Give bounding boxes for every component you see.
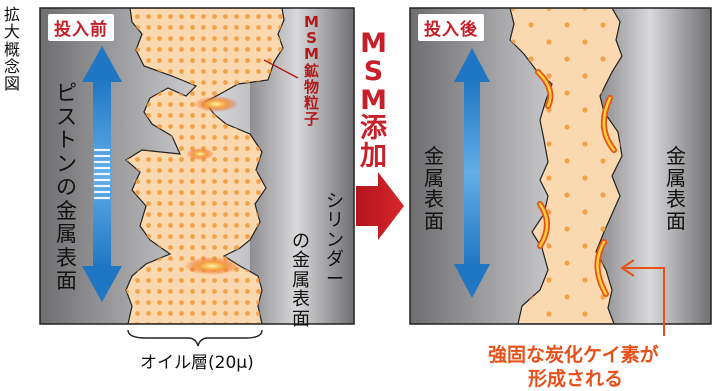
label-char: 概 [4, 39, 21, 59]
contact-hotspot [184, 257, 240, 275]
label-char: M [304, 13, 319, 31]
label-char: 面 [56, 269, 77, 294]
side-label: 拡大概念図 [4, 5, 21, 94]
cylinder-label-col2: の金属表面 [292, 231, 310, 330]
after-tag: 投入後 [418, 14, 484, 41]
piston-label: ピストンの金属表面 [56, 81, 77, 294]
callout-line-1: 強固な炭化ケイ素が [488, 344, 659, 366]
label-char: 表 [292, 289, 310, 311]
motion-arrow-icon [454, 48, 490, 298]
label-char: ン [56, 151, 77, 176]
cylinder-label-col1: シリンダー [326, 191, 344, 290]
label-char: 大 [4, 22, 21, 42]
label-char: 物 [304, 77, 320, 96]
label-char: ー [326, 268, 344, 290]
label-char: 加 [360, 141, 387, 173]
label-char: 念 [4, 56, 21, 76]
label-char: S [363, 56, 384, 88]
carbide-coating [535, 69, 617, 297]
label-char: ダ [326, 249, 344, 271]
callout-arrow [620, 259, 665, 336]
label-char: の [56, 175, 77, 200]
label-char: 属 [56, 222, 77, 247]
callout-line-2: 形成される [528, 368, 624, 390]
label-char: M [304, 45, 319, 64]
label-char: リ [326, 210, 344, 232]
label-char: 表 [424, 187, 444, 212]
label-char: 添 [360, 113, 387, 145]
label-char: M [360, 84, 387, 116]
left-metal-label: 金属表面 [424, 144, 444, 233]
before-tag: 投入前 [48, 14, 114, 41]
motion-arrow-icon [82, 46, 122, 302]
label-char: ン [326, 229, 344, 251]
label-char: 面 [292, 308, 310, 330]
label-char: 属 [292, 269, 310, 291]
label-char: 表 [666, 187, 686, 212]
contact-hotspot [194, 96, 238, 112]
label-char: 属 [424, 165, 444, 190]
label-char: M [360, 28, 387, 59]
label-char: 面 [666, 208, 686, 233]
particle-leader-line [263, 59, 299, 79]
label-char: 金 [424, 144, 444, 168]
contact-hotspot [186, 148, 214, 160]
label-char: 粒 [304, 93, 320, 112]
label-char: 図 [4, 74, 21, 94]
label-char: シ [326, 191, 344, 212]
label-char: の [292, 231, 310, 252]
label-char: 金 [56, 198, 77, 223]
label-char: S [306, 29, 317, 48]
label-char: 表 [56, 245, 77, 270]
label-char: 金 [292, 250, 310, 272]
label-char: ト [56, 128, 77, 153]
label-char: 金 [666, 144, 686, 168]
label-char: 拡 [4, 5, 21, 24]
label-char: 面 [424, 208, 444, 233]
label-char: 鉱 [304, 61, 320, 80]
oil-layer-brace [127, 329, 263, 347]
oil-layer-label: オイル層(20μ) [140, 353, 254, 373]
transition-arrow-icon [356, 172, 404, 240]
label-char: ス [56, 104, 77, 129]
label-char: ピ [56, 81, 77, 105]
label-char: 属 [666, 165, 686, 190]
label-char: 子 [304, 110, 320, 129]
right-metal-label: 金属表面 [666, 144, 686, 233]
